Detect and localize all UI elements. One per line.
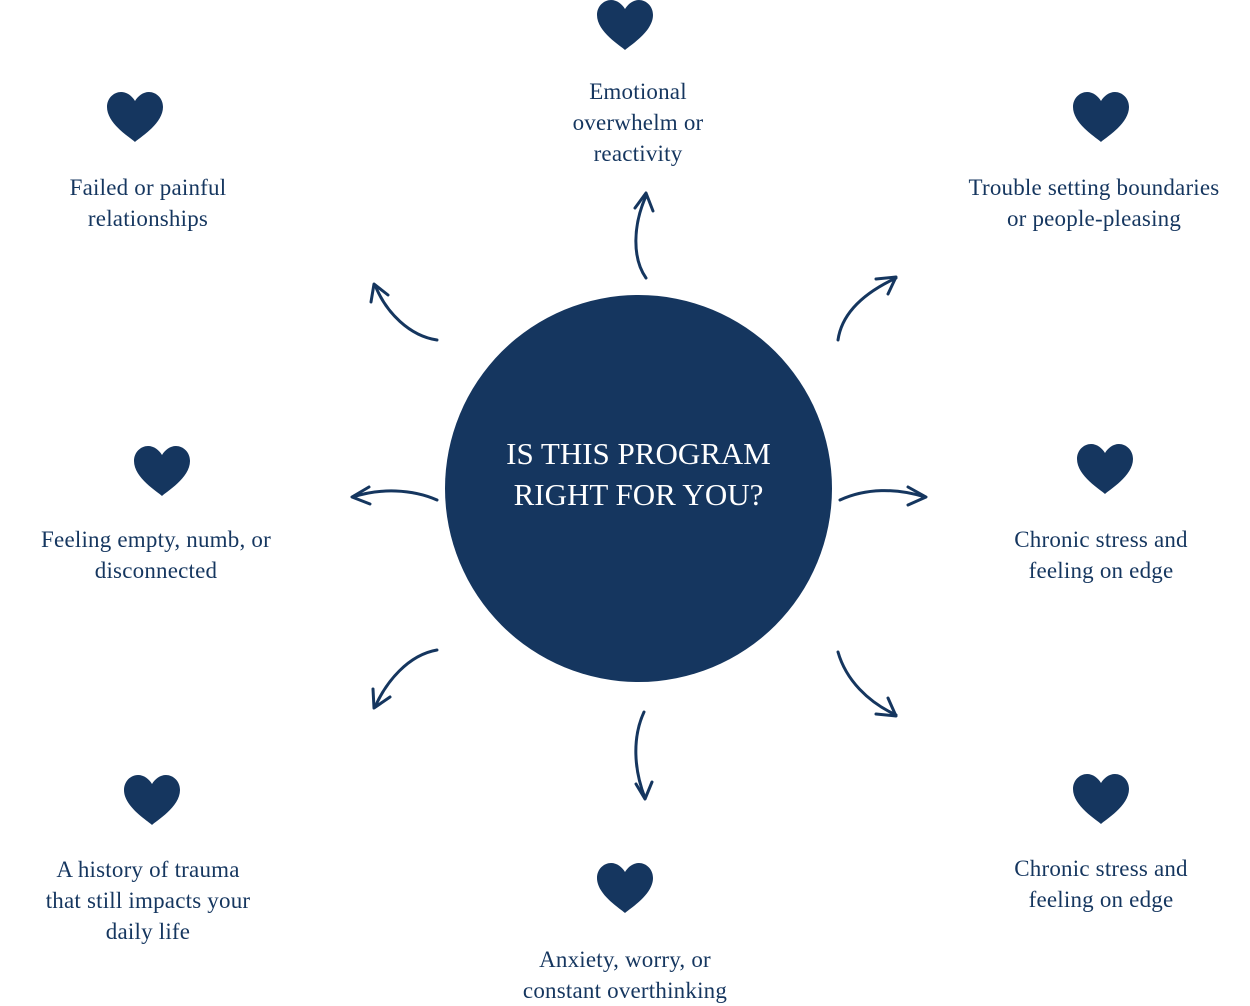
heart-icon — [132, 446, 192, 498]
arrow-left — [350, 485, 439, 506]
heart-icon — [105, 92, 165, 144]
item-label-bottom-right: Chronic stress and feeling on edge — [1014, 856, 1188, 912]
arrow-right — [838, 485, 928, 507]
item-label-left: Feeling empty, numb, or disconnected — [41, 527, 271, 583]
heart-icon — [595, 863, 655, 915]
item-label-top-right: Trouble setting boundaries or people-ple… — [968, 175, 1220, 231]
arrow-bottom-right — [836, 650, 898, 718]
heart-icon — [1071, 92, 1131, 144]
item-label-top: Emotional overwhelm or reactivity — [572, 79, 704, 166]
arrow-bottom — [634, 710, 654, 801]
item-label-right: Chronic stress and feeling on edge — [1014, 527, 1188, 583]
heart-icon — [595, 0, 655, 52]
heart-icon — [122, 775, 182, 827]
item-label-top-left: Failed or painful relationships — [69, 175, 227, 231]
arrow-top-left — [369, 282, 439, 342]
arrow-top-right — [836, 275, 898, 342]
arrow-top — [633, 191, 655, 280]
heart-icon — [1071, 774, 1131, 826]
center-circle: IS THIS PROGRAM RIGHT FOR YOU? — [445, 295, 832, 682]
center-title: IS THIS PROGRAM RIGHT FOR YOU? — [506, 435, 771, 512]
heart-icon — [1075, 444, 1135, 496]
arrow-bottom-left — [371, 648, 439, 710]
item-label-bottom: Anxiety, worry, or constant overthinking — [522, 947, 728, 1003]
item-label-bottom-left: A history of trauma that still impacts y… — [45, 857, 251, 944]
